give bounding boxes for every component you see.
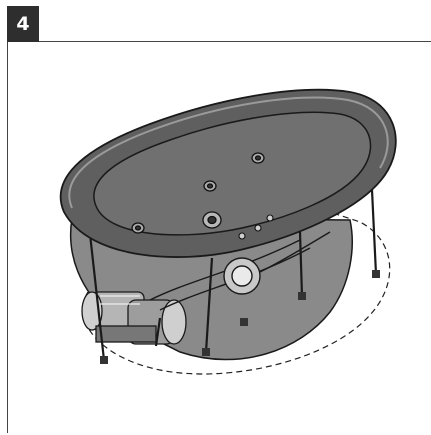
tub-legs (88, 189, 378, 361)
piping (149, 231, 331, 311)
step-number-badge: 4 (7, 6, 39, 42)
rim-fittings (238, 214, 274, 240)
step-frame (7, 41, 431, 433)
motor-pump (81, 291, 187, 345)
jets (131, 152, 265, 234)
tub-basin (93, 111, 372, 236)
leg-feet (100, 270, 380, 364)
